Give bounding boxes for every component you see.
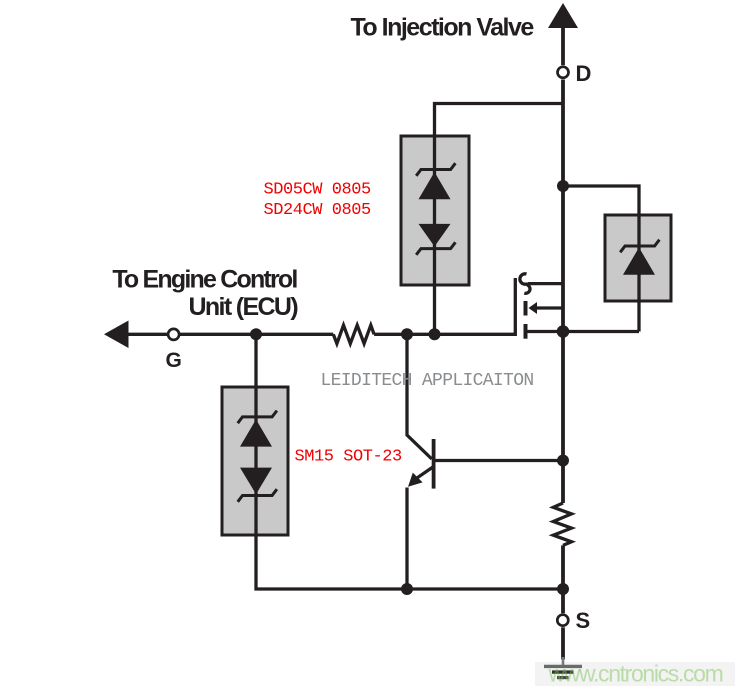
- svg-text:www.cntronics.com: www.cntronics.com: [548, 661, 723, 687]
- svg-text:Unit (ECU): Unit (ECU): [189, 293, 299, 321]
- svg-text:SD05CW 0805: SD05CW 0805: [264, 181, 372, 200]
- svg-text:To Engine Control: To Engine Control: [112, 266, 297, 294]
- svg-text:LEIDITECH APPLICAITON: LEIDITECH APPLICAITON: [321, 371, 534, 391]
- svg-text:SD24CW 0805: SD24CW 0805: [264, 201, 372, 220]
- svg-text:G: G: [166, 349, 182, 372]
- svg-text:S: S: [576, 608, 591, 633]
- svg-text:To Injection Valve: To Injection Valve: [351, 14, 535, 42]
- svg-text:D: D: [576, 61, 592, 86]
- svg-text:SM15 SOT-23: SM15 SOT-23: [295, 448, 403, 467]
